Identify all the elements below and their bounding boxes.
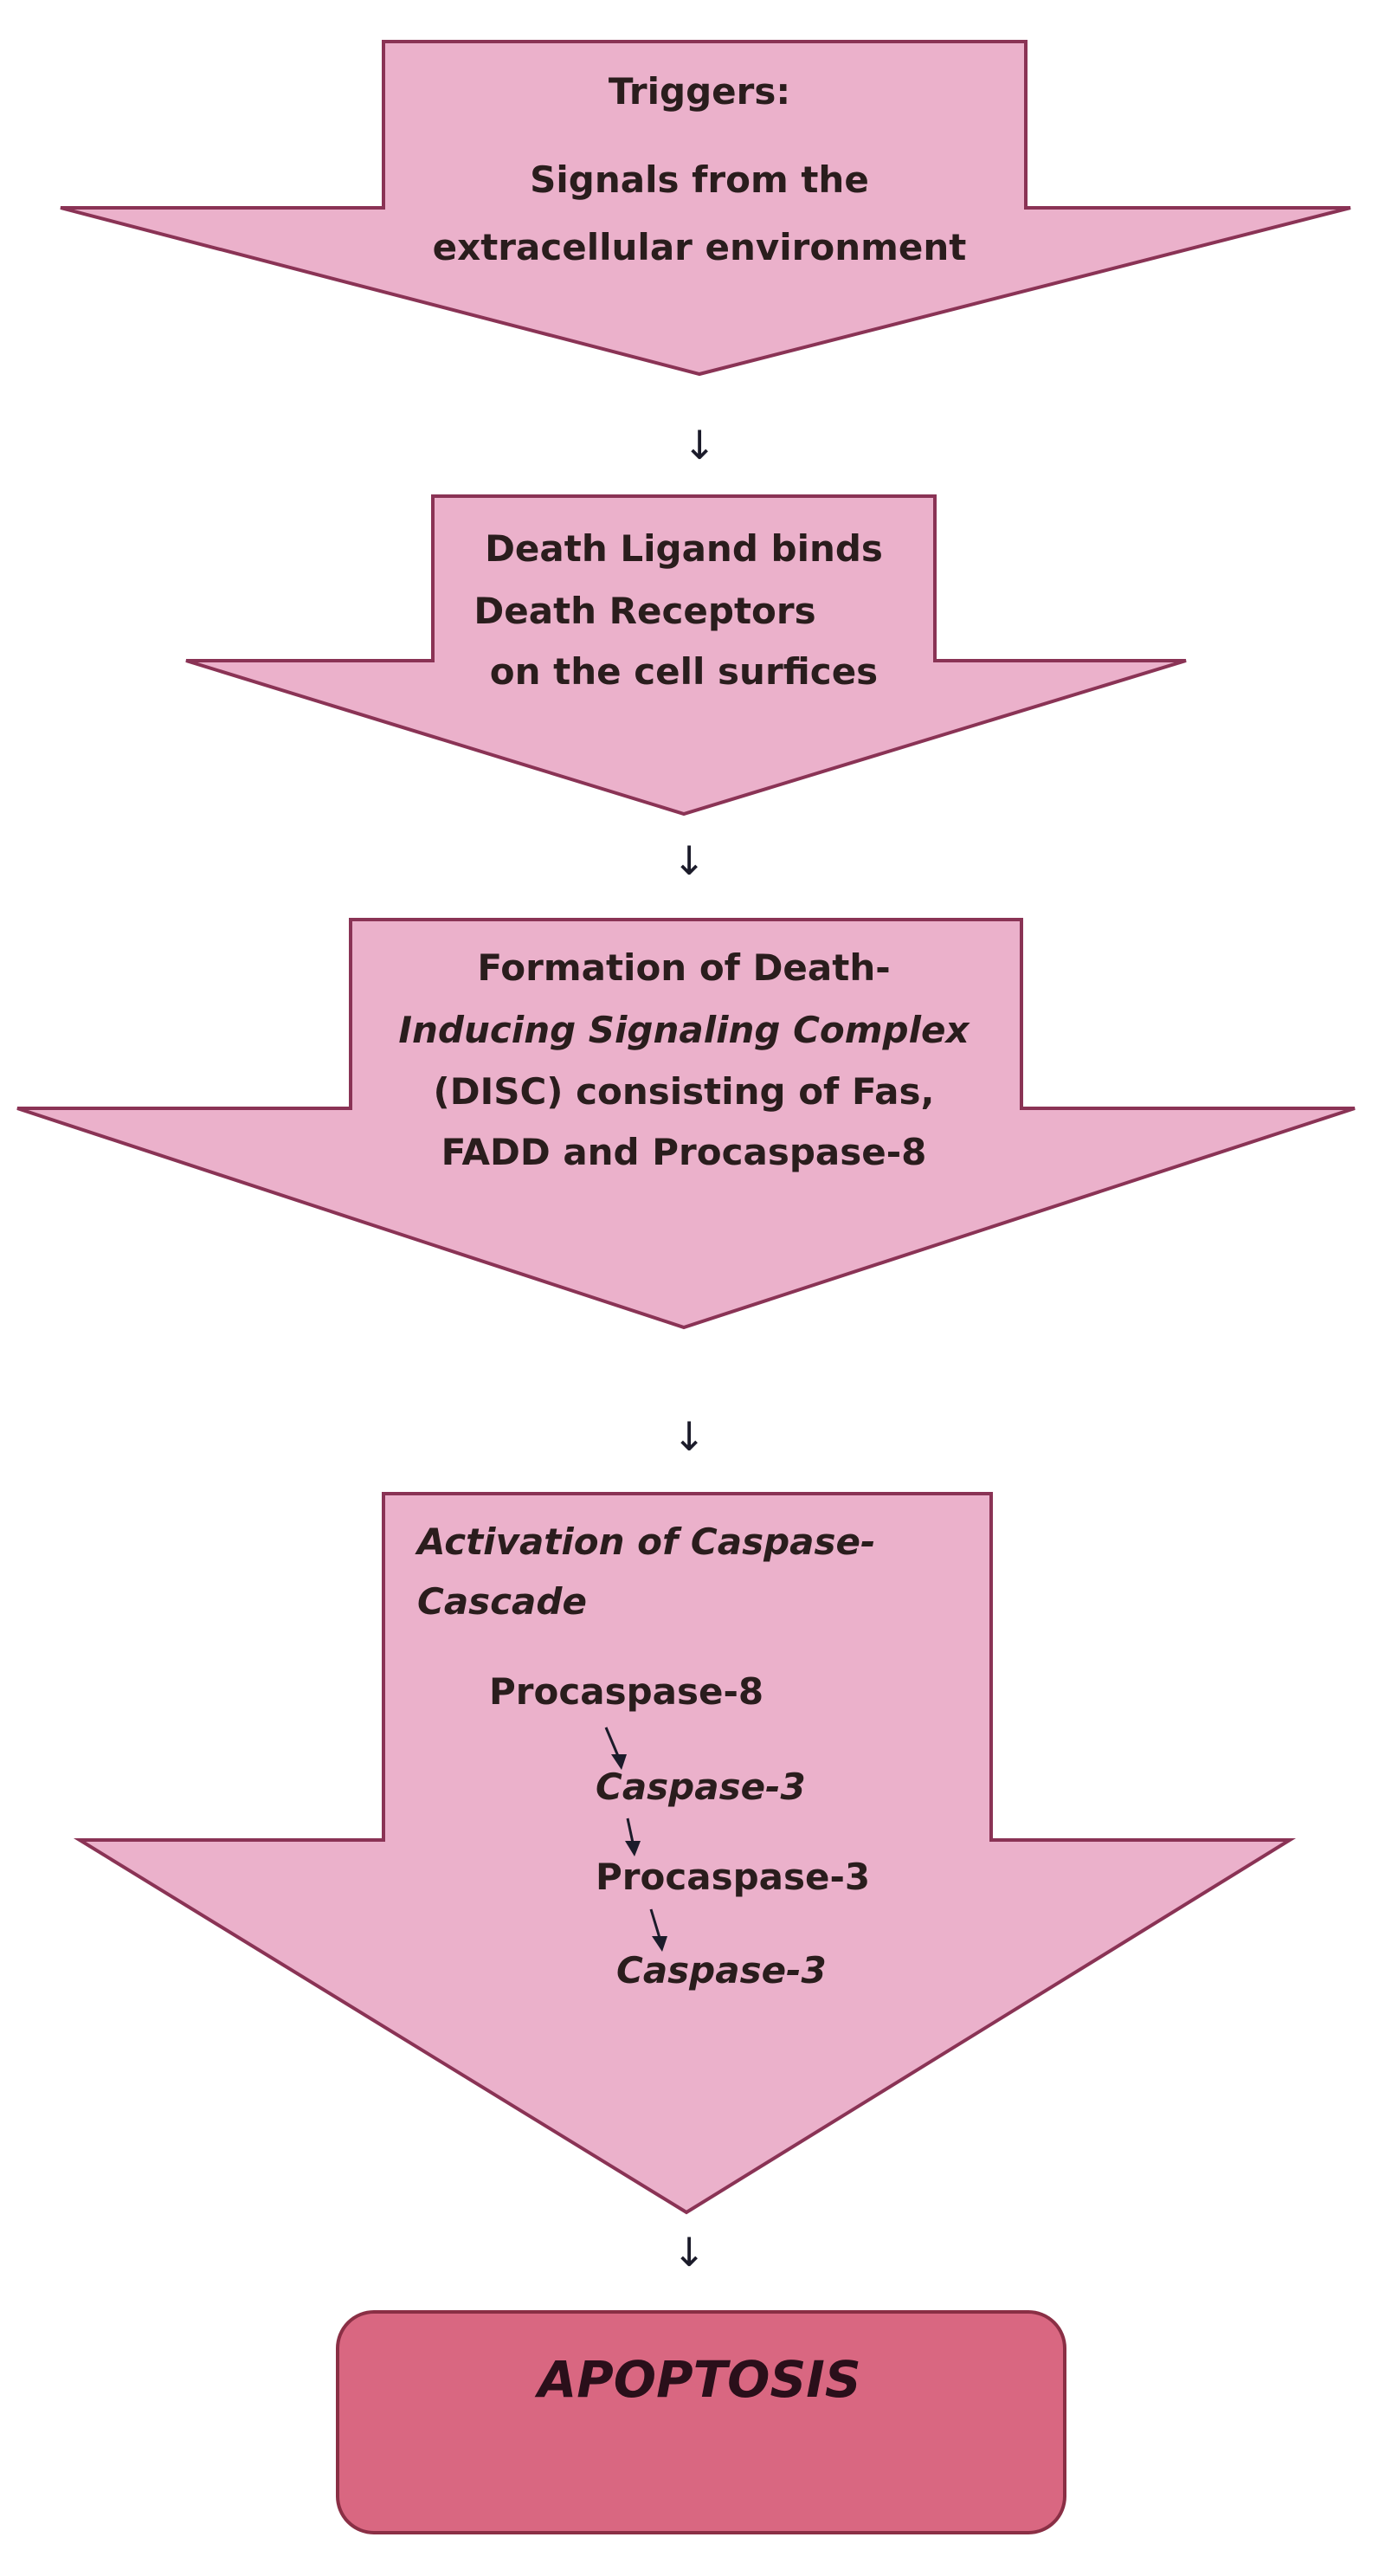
connector-arrow-1: ↓	[683, 422, 717, 468]
cascade-item-3: Procaspase-3	[596, 1856, 870, 1898]
step-1-line-2: Signals from the	[530, 158, 869, 201]
step-3-line-1: Formation of Death-	[477, 946, 890, 989]
step-1-line-3: extracellular environment	[433, 226, 967, 268]
cascade-arrow-3	[649, 1908, 667, 1952]
step-3-line-3: (DISC) consisting of Fas,	[434, 1070, 935, 1113]
cascade-arrow-1	[604, 1727, 627, 1770]
apoptosis-box-shape	[336, 2310, 1066, 2534]
step-2-line-2: Death Receptors	[474, 590, 815, 632]
step-3-arrow-shape	[16, 918, 1356, 1330]
step-1-arrow: Triggers: Signals from the extracellular…	[60, 40, 1351, 377]
step-4-arrow-shape	[73, 1492, 1297, 2215]
step-2-line-3: on the cell surfices	[490, 650, 878, 693]
step-4-arrow: Activation of Caspase- Cascade Procaspas…	[73, 1492, 1297, 2215]
step-2-line-1: Death Ligand binds	[485, 527, 883, 570]
connector-arrow-3: ↓	[673, 1413, 706, 1460]
step-4-line-1: Activation of Caspase-	[415, 1520, 875, 1563]
connector-arrow-2: ↓	[673, 837, 706, 884]
step-3-line-4: FADD and Procaspase-8	[441, 1131, 927, 1173]
cascade-arrow-2	[625, 1817, 641, 1856]
step-3-line-2: Inducing Signaling Complex	[398, 1009, 970, 1051]
cascade-item-2: Caspase-3	[596, 1766, 806, 1808]
step-2-arrow: Death Ligand binds Death Receptors on th…	[185, 494, 1187, 817]
step-2-arrow-shape	[185, 494, 1187, 817]
step-1-line-1: Triggers:	[609, 70, 790, 113]
step-1-arrow-shape	[60, 40, 1351, 377]
apoptosis-box: APOPTOSIS	[336, 2310, 1066, 2534]
step-3-arrow: Formation of Death- Inducing Signaling C…	[16, 918, 1356, 1330]
apoptosis-label: APOPTOSIS	[534, 2350, 860, 2409]
cascade-item-4: Caspase-3	[616, 1949, 827, 1992]
cascade-item-1: Procaspase-8	[489, 1670, 763, 1713]
step-4-line-2: Cascade	[417, 1580, 587, 1623]
connector-arrow-4: ↓	[673, 2229, 706, 2276]
